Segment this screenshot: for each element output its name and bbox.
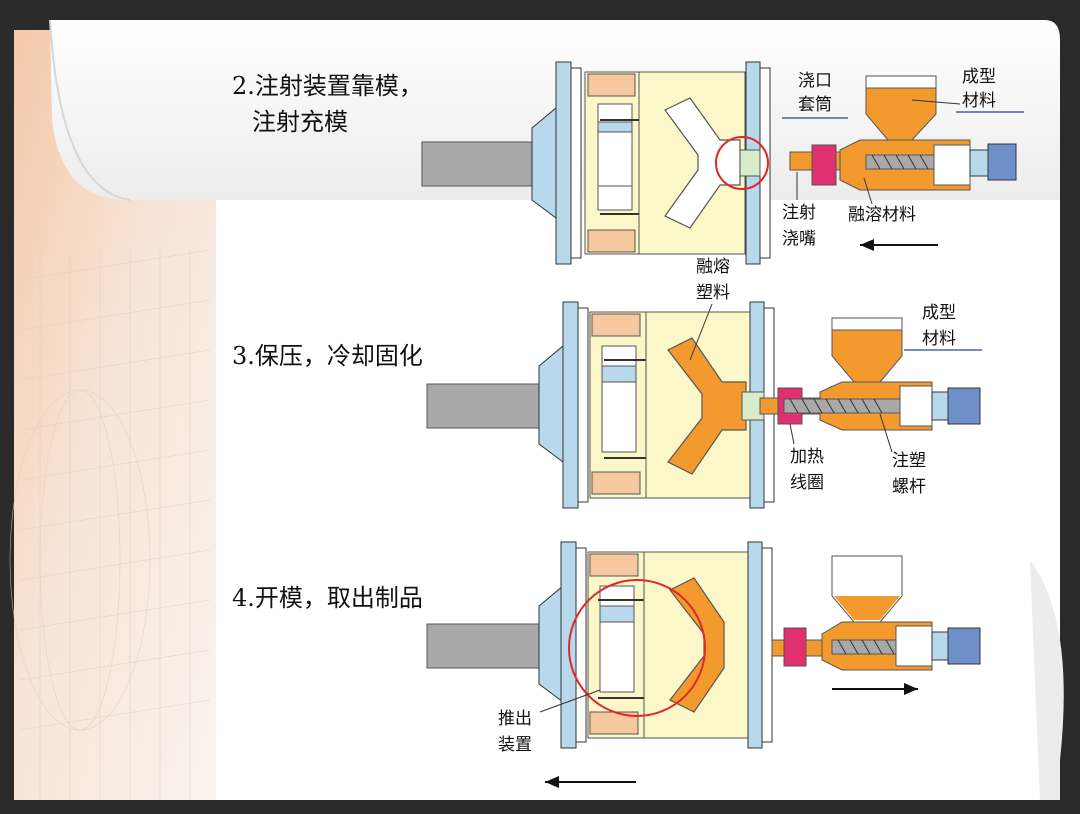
step-3-machine (426, 301, 982, 509)
decor-wireframe (9, 249, 211, 800)
label-screw-2: 螺杆 (892, 477, 926, 497)
moving-platen-inner (570, 67, 582, 259)
label-material3-1: 成型 (922, 303, 956, 323)
ejector-pin-plate (597, 121, 633, 133)
step-4-machine (426, 541, 981, 788)
label-heater-1: 加热 (790, 447, 824, 467)
text-layer: 2.注射装置靠模， 注射充模 3.保压，冷却固化 4.开模，取出制品 浇口 套筒… (232, 67, 996, 755)
label-material-2: 材料 (962, 91, 996, 111)
ejector-box-lower (597, 131, 633, 187)
drive-cap (987, 143, 1017, 181)
label-sprue-1: 浇口 (798, 71, 832, 91)
moving-platen (555, 61, 572, 265)
barrel-end (933, 144, 971, 186)
label-ejector-1: 推出 (498, 709, 532, 729)
decor-panel (14, 30, 220, 800)
mold-plate-top (587, 73, 636, 97)
curl-right (1030, 560, 1064, 800)
mold-cavity-filled (667, 337, 747, 475)
mold-cavity-empty (664, 97, 741, 229)
mold-plate-bottom (587, 229, 636, 253)
heater-band (811, 144, 837, 186)
label-molten-plastic-1: 融熔 (696, 257, 730, 277)
label-molten-plastic-2: 塑料 (696, 283, 730, 303)
step4-title: 4.开模，取出制品 (232, 584, 423, 612)
label-heater-2: 线圈 (790, 473, 824, 493)
ejector-box-bottom (597, 185, 633, 211)
curl-edge (49, 19, 131, 201)
label-nozzle-1: 注射 (782, 203, 816, 223)
label-sprue-2: 套筒 (798, 95, 832, 115)
drive-motor (969, 149, 989, 177)
label-screw-1: 注塑 (892, 451, 926, 471)
label-nozzle-2: 浇嘴 (782, 229, 816, 249)
clamp-cylinder (531, 106, 557, 219)
label-material-1: 成型 (962, 67, 996, 87)
label-material3-2: 材料 (922, 329, 956, 349)
hopper-top (865, 75, 937, 89)
step3-title: 3.保压，冷却固化 (232, 342, 423, 370)
step2-title-line1: 2.注射装置靠模， (232, 72, 423, 100)
label-molten: 融溶材料 (848, 205, 916, 225)
sprue-bushing (739, 149, 761, 177)
step-2-machine (421, 61, 1024, 265)
highlight-circle-ejector (568, 579, 706, 717)
label-ejector-2: 装置 (498, 735, 532, 755)
clamp-rod (421, 141, 535, 187)
highlight-circle (715, 136, 769, 190)
step2-title-line2: 注射充模 (252, 108, 348, 136)
